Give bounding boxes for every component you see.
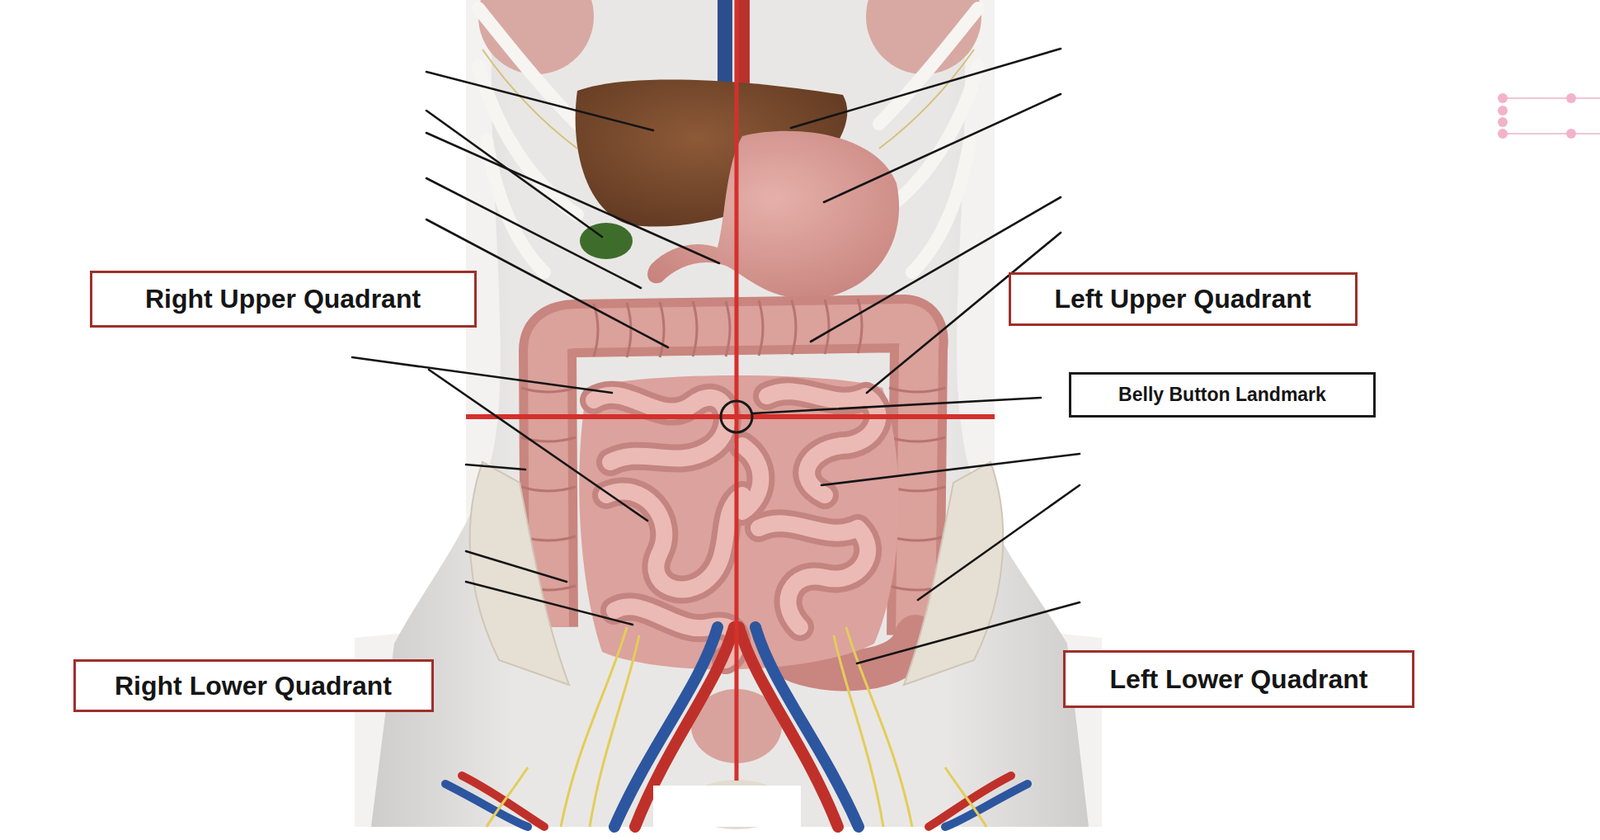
pelvis-bone	[470, 461, 570, 685]
quadrant-label: Right Lower Quadrant	[114, 670, 392, 702]
quadrant-label-box: Belly Button Landmark	[1068, 371, 1376, 418]
midline	[734, 0, 739, 781]
image-ground	[354, 0, 1102, 827]
quadrant-label-box: Left Upper Quadrant	[1008, 272, 1358, 326]
blank-patch	[653, 785, 801, 827]
leader-lines	[352, 48, 1080, 664]
umbilicus-marker	[720, 400, 753, 433]
quadrant-label-box: Right Upper Quadrant	[89, 270, 477, 328]
quadrant-label: Belly Button Landmark	[1118, 383, 1327, 405]
quadrant-label: Left Upper Quadrant	[1054, 283, 1311, 315]
torso-silhouette	[371, 0, 1089, 827]
corner-ornament	[1497, 93, 1600, 139]
stomach	[647, 131, 899, 300]
quadrant-label-box: Right Lower Quadrant	[73, 658, 434, 712]
quadrant-label: Right Upper Quadrant	[145, 283, 421, 315]
transumbilical-line	[465, 414, 995, 419]
quadrant-label: Left Lower Quadrant	[1110, 663, 1369, 695]
quadrant-label-box: Left Lower Quadrant	[1063, 649, 1415, 708]
gallbladder	[579, 222, 633, 259]
